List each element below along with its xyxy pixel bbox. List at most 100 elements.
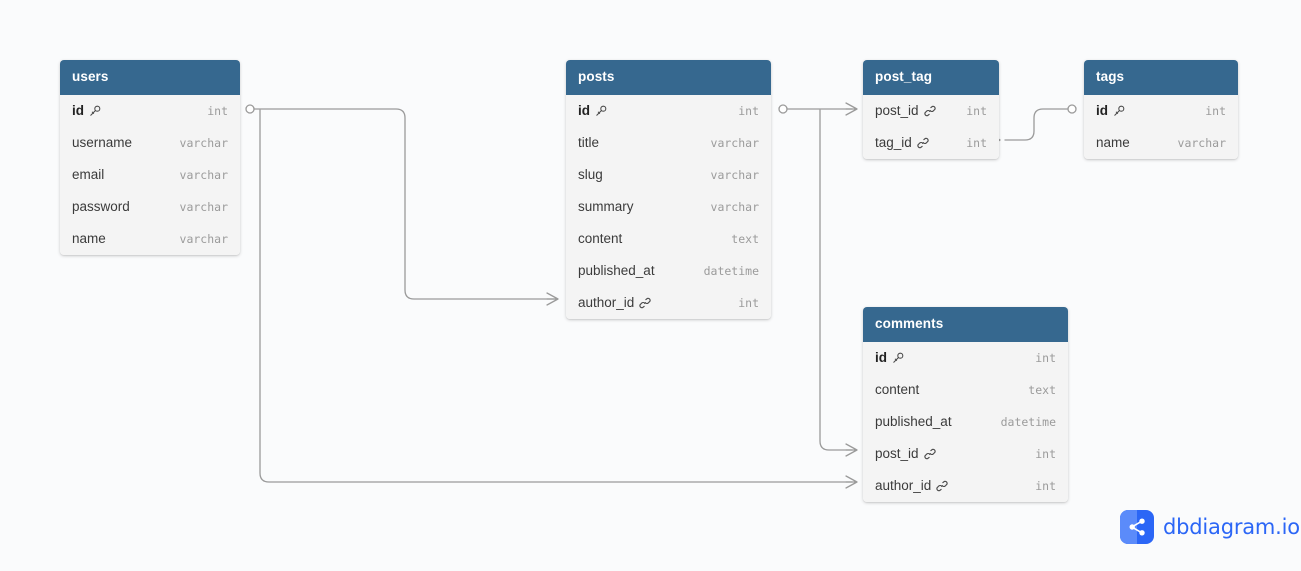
- field-label-group: email: [72, 167, 104, 182]
- field-name: username: [72, 135, 133, 150]
- field-type: text: [731, 231, 759, 246]
- field-type: varchar: [179, 231, 228, 246]
- field-name: post_id: [875, 446, 919, 461]
- field-label-group: name: [72, 231, 106, 246]
- table-header-comments[interactable]: comments: [863, 307, 1068, 342]
- key-icon: [892, 352, 904, 364]
- link-icon: [923, 105, 936, 117]
- link-icon: [923, 448, 936, 460]
- field-type: varchar: [710, 167, 759, 182]
- field-label-group: password: [72, 199, 130, 214]
- field-name: content: [578, 231, 623, 246]
- field-name: content: [875, 382, 920, 397]
- field-name: summary: [578, 199, 634, 214]
- table-header-posts[interactable]: posts: [566, 60, 771, 95]
- field-row-tags-name[interactable]: name varchar: [1084, 126, 1238, 159]
- field-name: id: [1096, 103, 1108, 118]
- field-label-group: id: [875, 350, 904, 365]
- field-type: int: [738, 295, 759, 310]
- field-name: email: [72, 167, 105, 182]
- field-type: varchar: [179, 199, 228, 214]
- share-nodes-icon: [1120, 510, 1154, 544]
- field-row-posts-slug[interactable]: slug varchar: [566, 158, 771, 191]
- field-row-comments-post_id[interactable]: post_id int: [863, 437, 1068, 470]
- field-type: int: [1035, 478, 1056, 493]
- field-label-group: author_id: [578, 295, 651, 310]
- field-row-comments-content[interactable]: content text: [863, 373, 1068, 406]
- field-type: varchar: [710, 199, 759, 214]
- field-row-users-username[interactable]: username varchar: [60, 126, 240, 159]
- field-label-group: summary: [578, 199, 634, 214]
- link-icon: [936, 480, 948, 492]
- field-type: int: [966, 103, 987, 118]
- field-row-users-name[interactable]: name varchar: [60, 222, 240, 255]
- field-row-posts-summary[interactable]: summary varchar: [566, 190, 771, 223]
- field-row-posts-published_at[interactable]: published_at datetime: [566, 254, 771, 287]
- field-name: published_at: [578, 263, 655, 278]
- key-icon: [89, 105, 101, 117]
- table-header-users[interactable]: users: [60, 60, 240, 95]
- field-label-group: post_id: [875, 103, 936, 118]
- field-row-comments-id[interactable]: id int: [863, 341, 1068, 374]
- field-row-posts-content[interactable]: content text: [566, 222, 771, 255]
- field-label-group: username: [72, 135, 132, 150]
- field-name: author_id: [578, 295, 635, 310]
- edge-endpoint-many: [845, 102, 858, 116]
- field-label-group: author_id: [875, 478, 948, 493]
- field-type: datetime: [703, 263, 759, 278]
- field-name: slug: [578, 167, 603, 182]
- table-comments[interactable]: comments id int content text published_at date…: [863, 307, 1068, 502]
- field-row-users-id[interactable]: id int: [60, 94, 240, 127]
- brand-name: dbdiagram.io: [1163, 515, 1300, 539]
- field-label-group: post_id: [875, 446, 936, 461]
- key-icon: [595, 105, 607, 117]
- field-label-group: content: [578, 231, 622, 246]
- edge-endpoint-many: [845, 475, 858, 489]
- field-row-users-password[interactable]: password varchar: [60, 190, 240, 223]
- field-label-group: title: [578, 135, 599, 150]
- field-label-group: name: [1096, 135, 1130, 150]
- field-type: int: [1035, 350, 1056, 365]
- field-row-posts-author_id[interactable]: author_id int: [566, 286, 771, 319]
- field-type: varchar: [1177, 135, 1226, 150]
- field-row-post_tag-post_id[interactable]: post_id int: [863, 94, 999, 127]
- field-name: title: [578, 135, 600, 150]
- field-label-group: content: [875, 382, 919, 397]
- table-header-post_tag[interactable]: post_tag: [863, 60, 999, 95]
- field-row-comments-author_id[interactable]: author_id int: [863, 469, 1068, 502]
- field-label-group: published_at: [875, 414, 952, 429]
- field-name: name: [1096, 135, 1130, 150]
- field-name: author_id: [875, 478, 932, 493]
- link-icon: [639, 297, 651, 309]
- field-name: id: [72, 103, 84, 118]
- edge-endpoint-many: [546, 292, 559, 306]
- field-name: post_id: [875, 103, 919, 118]
- field-type: text: [1028, 382, 1056, 397]
- dbdiagram-logo[interactable]: dbdiagram.io: [1120, 510, 1300, 544]
- field-label-group: id: [72, 103, 101, 118]
- field-label-group: id: [578, 103, 607, 118]
- field-label-group: published_at: [578, 263, 655, 278]
- link-icon: [917, 137, 929, 149]
- field-type: varchar: [179, 135, 228, 150]
- edge-endpoint-one: [1067, 104, 1077, 114]
- key-icon: [1113, 105, 1125, 117]
- field-row-comments-published_at[interactable]: published_at datetime: [863, 405, 1068, 438]
- field-type: int: [207, 103, 228, 118]
- field-type: int: [966, 135, 987, 150]
- field-type: int: [1035, 446, 1056, 461]
- field-type: datetime: [1000, 414, 1056, 429]
- table-header-tags[interactable]: tags: [1084, 60, 1238, 95]
- edge-endpoint-one: [245, 104, 255, 114]
- edge-users-posts: [253, 108, 556, 300]
